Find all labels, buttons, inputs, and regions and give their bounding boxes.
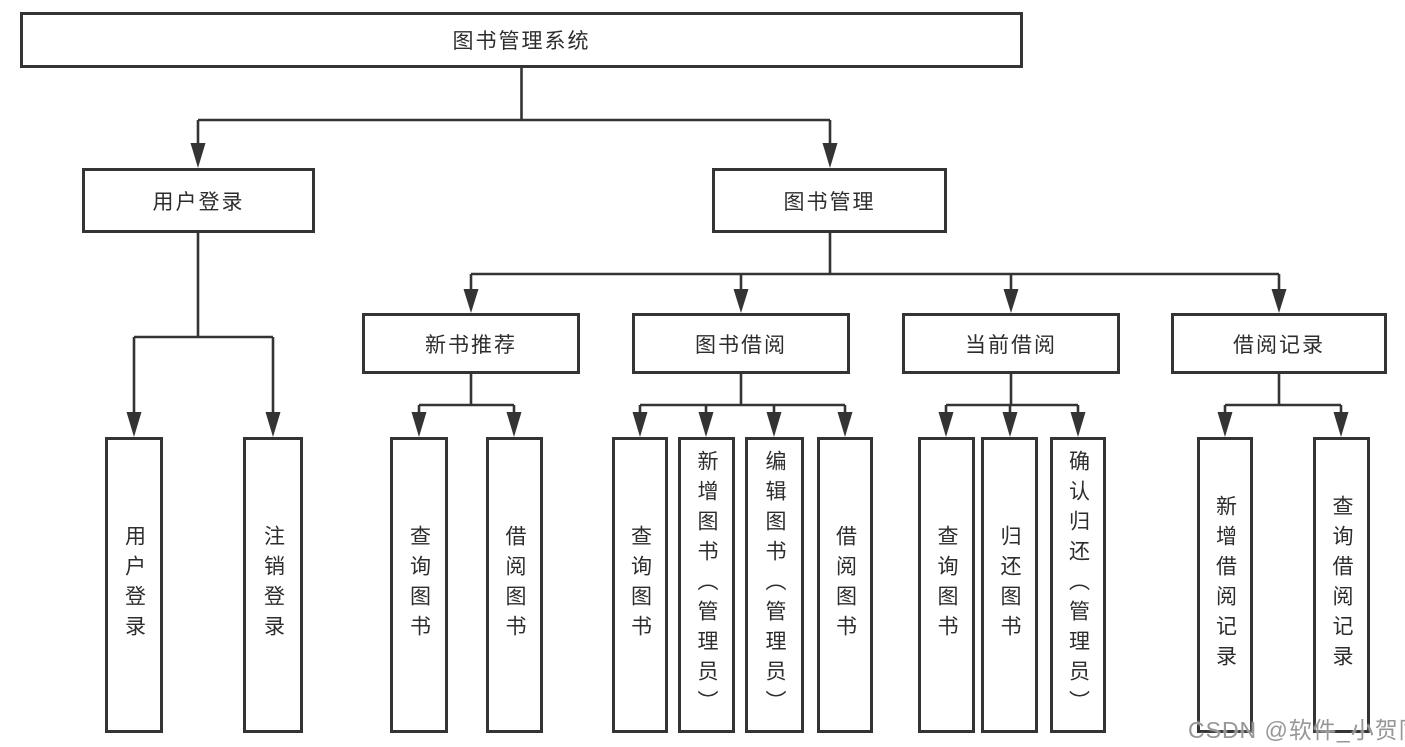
node-book-borrow: 图书借阅	[632, 313, 850, 374]
csdn-watermark: CSDN @软件_小贺同学	[1188, 717, 1405, 743]
leaf-edit-book-admin-label: 编辑图书（管理员）	[763, 450, 786, 720]
node-book-borrow-label: 图书借阅	[695, 333, 787, 357]
leaf-query-borrow-record: 查询借阅记录	[1313, 437, 1370, 733]
leaf-query-book-label: 查询图书	[628, 525, 652, 645]
leaf-query-borrow-record-label: 查询借阅记录	[1330, 495, 1353, 675]
leaf-query-book-label: 查询图书	[935, 525, 958, 645]
leaf-edit-book-admin: 编辑图书（管理员）	[745, 437, 804, 733]
node-new-book-recommend: 新书推荐	[362, 313, 580, 374]
node-book-management-label: 图书管理	[783, 190, 876, 214]
node-user-login: 用户登录	[82, 168, 315, 233]
leaf-add-book-admin-label: 新增图书（管理员）	[695, 450, 718, 720]
node-book-management: 图书管理	[712, 168, 947, 233]
node-borrow-records: 借阅记录	[1171, 313, 1387, 374]
leaf-query-book: 查询图书	[612, 437, 668, 733]
node-current-borrow-label: 当前借阅	[965, 333, 1057, 357]
leaf-add-borrow-record: 新增借阅记录	[1197, 437, 1253, 733]
leaf-return-book-label: 归还图书	[998, 525, 1021, 645]
node-current-borrow: 当前借阅	[902, 313, 1120, 374]
leaf-borrow-book: 借阅图书	[486, 437, 543, 733]
leaf-logout-login: 注销登录	[243, 437, 303, 733]
leaf-borrow-book-label: 借阅图书	[503, 525, 526, 645]
leaf-user-login-label: 用户登录	[122, 525, 146, 645]
leaf-borrow-book: 借阅图书	[817, 437, 873, 733]
node-root: 图书管理系统	[20, 12, 1023, 68]
leaf-logout-login-label: 注销登录	[261, 525, 285, 645]
leaf-query-book-label: 查询图书	[407, 525, 431, 645]
leaf-query-book: 查询图书	[390, 437, 448, 733]
node-borrow-records-label: 借阅记录	[1233, 333, 1325, 357]
leaf-query-book: 查询图书	[918, 437, 975, 733]
leaf-return-book: 归还图书	[981, 437, 1038, 733]
leaf-user-login: 用户登录	[105, 437, 163, 733]
node-root-label: 图书管理系统	[452, 30, 591, 53]
leaf-confirm-return-admin: 确认归还（管理员）	[1050, 437, 1106, 733]
node-new-book-recommend-label: 新书推荐	[425, 333, 517, 357]
leaf-borrow-book-label: 借阅图书	[833, 525, 857, 645]
node-user-login-label: 用户登录	[152, 190, 245, 214]
leaf-add-book-admin: 新增图书（管理员）	[678, 437, 735, 733]
leaf-add-borrow-record-label: 新增借阅记录	[1213, 495, 1237, 675]
leaf-confirm-return-admin-label: 确认归还（管理员）	[1066, 450, 1090, 720]
